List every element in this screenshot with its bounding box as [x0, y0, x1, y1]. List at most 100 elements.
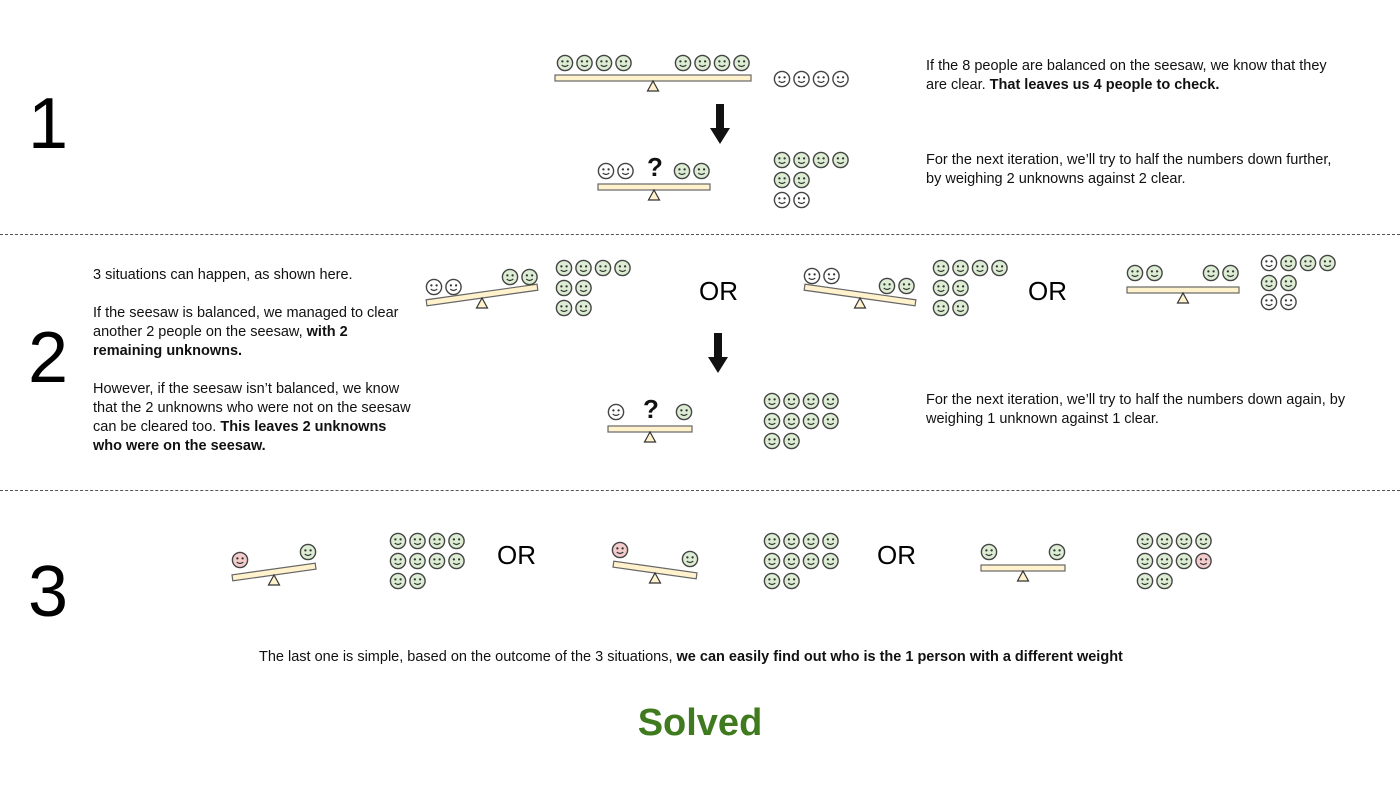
clear-person-face-icon [733, 54, 750, 72]
clear-person-face-icon [1260, 274, 1278, 292]
unknown-person-face-icon [617, 162, 634, 180]
clear-person-face-icon [1048, 543, 1066, 561]
clear-person-face-icon [932, 299, 950, 317]
clear-person-face-icon [1299, 254, 1317, 272]
clear-person-face-icon [802, 552, 820, 570]
clear-person-face-icon [793, 171, 810, 189]
clear-person-face-icon [694, 54, 711, 72]
clear-person-face-icon [793, 151, 810, 169]
clear-person-face-icon [409, 532, 426, 550]
clear-person-face-icon [615, 54, 632, 72]
step2-explanation-para-2: If the seesaw is balanced, we managed to… [93, 305, 399, 359]
unknown-person-face-icon [823, 267, 840, 285]
step3-conclusion: The last one is simple, based on the out… [259, 649, 1123, 665]
unknown-person-face-icon [1260, 293, 1278, 311]
clear-person-face-icon [763, 572, 781, 590]
clear-person-face-icon [575, 279, 592, 297]
clear-person-face-icon [822, 532, 839, 550]
clear-person-face-icon [1280, 274, 1297, 292]
seesaw-fulcrum [646, 79, 660, 92]
unknown-person-face-icon [803, 267, 821, 285]
clear-person-face-icon [1202, 264, 1220, 282]
unknown-person-face-icon [1260, 254, 1278, 272]
clear-person-face-icon [389, 532, 407, 550]
clear-person-face-icon [1319, 254, 1336, 272]
clear-person-face-icon [501, 268, 519, 286]
unknown-person-face-icon [832, 70, 849, 88]
down-arrow-icon [708, 333, 728, 373]
clear-person-face-icon [783, 412, 800, 430]
clear-person-face-icon [783, 432, 800, 450]
clear-person-face-icon [802, 412, 820, 430]
clear-person-face-icon [971, 259, 989, 277]
clear-person-face-icon [783, 532, 800, 550]
clear-person-face-icon [389, 552, 407, 570]
clear-person-face-icon [952, 279, 969, 297]
odd-person-face-icon [231, 551, 249, 569]
clear-person-face-icon [763, 532, 781, 550]
clear-person-face-icon [952, 259, 969, 277]
unknown-person-face-icon [445, 278, 462, 296]
clear-person-face-icon [783, 552, 800, 570]
clear-person-face-icon [898, 277, 915, 295]
unknown-person-face-icon [597, 162, 615, 180]
seesaw-fulcrum [1016, 569, 1030, 582]
clear-person-face-icon [832, 151, 849, 169]
seesaw-fulcrum [475, 296, 489, 309]
unknown-person-face-icon [793, 191, 810, 209]
clear-person-face-icon [1136, 552, 1154, 570]
solved-label: Solved [637, 702, 763, 744]
unknown-person-face-icon [812, 70, 830, 88]
question-mark: ? [647, 152, 663, 182]
clear-person-face-icon [822, 392, 839, 410]
clear-person-face-icon [783, 572, 800, 590]
section-divider [0, 234, 1400, 235]
clear-person-face-icon [763, 552, 781, 570]
clear-person-face-icon [675, 403, 693, 421]
step-number-3: 3 [28, 552, 69, 632]
clear-person-face-icon [576, 54, 593, 72]
clear-person-face-icon [783, 392, 800, 410]
question-mark: ? [643, 394, 659, 424]
clear-person-face-icon [1136, 532, 1154, 550]
seesaw-fulcrum [643, 430, 657, 443]
clear-person-face-icon [389, 572, 407, 590]
clear-person-face-icon [952, 299, 969, 317]
unknown-person-face-icon [1280, 293, 1297, 311]
odd-person-face-icon [1195, 552, 1212, 570]
clear-person-face-icon [448, 552, 465, 570]
clear-person-face-icon [1146, 264, 1163, 282]
or-label: OR [497, 540, 536, 570]
clear-person-face-icon [932, 259, 950, 277]
clear-person-face-icon [428, 532, 446, 550]
clear-person-face-icon [555, 259, 573, 277]
clear-person-face-icon [595, 54, 613, 72]
clear-person-face-icon [812, 151, 830, 169]
clear-person-face-icon [1156, 552, 1173, 570]
clear-person-face-icon [555, 279, 573, 297]
down-arrow-icon [710, 104, 730, 144]
clear-person-face-icon [878, 277, 896, 295]
unknown-person-face-icon [773, 70, 791, 88]
clear-person-face-icon [673, 162, 691, 180]
seesaw-fulcrum [853, 296, 867, 309]
step2-explanation: 3 situations can happen, as shown here. … [93, 266, 413, 456]
seesaw-fulcrum [648, 571, 662, 584]
unknown-person-face-icon [425, 278, 443, 296]
clear-person-face-icon [555, 299, 573, 317]
clear-person-face-icon [1156, 572, 1173, 590]
section-divider [0, 490, 1400, 491]
step-number-1: 1 [28, 84, 69, 164]
clear-person-face-icon [1195, 532, 1212, 550]
step2-text-next-iteration: For the next iteration, we’ll try to hal… [926, 392, 1346, 427]
clear-person-face-icon [802, 392, 820, 410]
or-label: OR [699, 276, 738, 306]
seesaw-fulcrum [267, 573, 281, 586]
clear-person-face-icon [448, 532, 465, 550]
clear-person-face-icon [763, 392, 781, 410]
clear-person-face-icon [693, 162, 710, 180]
clear-person-face-icon [1175, 532, 1193, 550]
seesaw-fulcrum [1176, 291, 1190, 304]
clear-person-face-icon [822, 552, 839, 570]
